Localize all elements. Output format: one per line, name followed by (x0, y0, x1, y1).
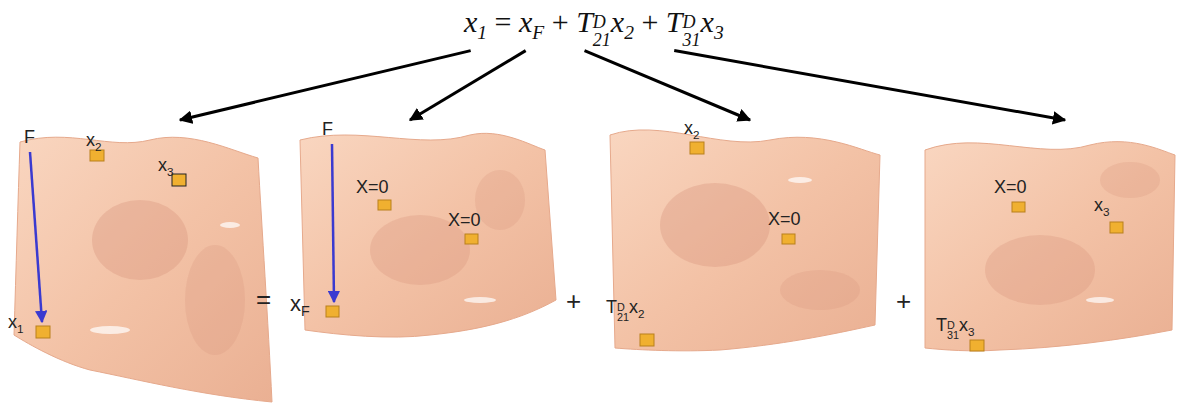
math-symbol: 3 (1103, 205, 1110, 218)
math-label: x3 (1094, 196, 1110, 218)
term-arrow (674, 51, 1065, 120)
math-symbol: 31 (683, 32, 701, 49)
operator-symbol: = (256, 284, 271, 315)
math-symbol: D (593, 14, 611, 31)
membrane-surface (300, 133, 556, 337)
membrane-surface (610, 130, 880, 351)
math-symbol: 2 (95, 140, 102, 153)
math-symbol: x (701, 5, 714, 38)
index-stack: D21 (617, 302, 629, 323)
equation: x1=xF+TD21x2+TD31x3 (460, 2, 728, 49)
math-symbol: x (158, 155, 167, 175)
membrane-surface (14, 137, 272, 402)
math-label: F (24, 128, 35, 148)
math-symbol: F (532, 22, 544, 43)
math-symbol: x (519, 5, 532, 38)
math-symbol: x (959, 315, 968, 335)
operator-symbol: + (566, 286, 581, 317)
math-symbol: x (86, 130, 95, 150)
math-symbol: D (947, 320, 959, 330)
math-symbol: X=0 (448, 210, 481, 230)
math-label: TD21x2 (606, 298, 645, 322)
math-symbol: T (666, 5, 683, 38)
index-stack: D31 (947, 320, 959, 341)
math-symbol: X=0 (994, 177, 1027, 197)
index-stack: D31 (683, 14, 701, 48)
math-symbol: D (683, 14, 701, 31)
term-arrow (410, 51, 526, 120)
math-label: x2 (86, 131, 102, 153)
math-label: F (322, 120, 333, 140)
math-symbol: x (629, 297, 638, 317)
math-symbol: = (487, 5, 519, 38)
math-symbol: X=0 (768, 209, 801, 229)
math-label: X=0 (448, 211, 481, 231)
math-label: xF (290, 292, 310, 320)
math-symbol: x (290, 291, 301, 316)
math-symbol: 2 (624, 22, 634, 43)
index-stack: D21 (593, 14, 611, 48)
math-symbol: x (684, 118, 693, 138)
math-label: x1=xF+TD21x2+TD31x3 (464, 5, 724, 38)
math-label: x3 (158, 156, 174, 178)
math-symbol: 21 (617, 312, 629, 322)
math-label: X=0 (356, 178, 389, 198)
math-symbol: T (606, 297, 617, 317)
surface-panel: x2TD21x2X=0 (598, 118, 888, 410)
math-symbol: x (8, 312, 17, 332)
math-symbol: T (576, 5, 593, 38)
surface-panel: FX=0X=0xF (285, 118, 565, 410)
surface-panel: X=0x3TD31x3 (915, 118, 1177, 410)
math-symbol: 1 (477, 22, 487, 43)
math-symbol: X=0 (356, 177, 389, 197)
math-symbol: F (322, 119, 333, 139)
math-symbol: T (936, 315, 947, 335)
math-label: x1 (8, 313, 24, 335)
math-symbol: x (611, 5, 624, 38)
math-symbol: 2 (638, 307, 645, 320)
operator-symbol: + (896, 286, 911, 317)
math-symbol: 3 (167, 165, 174, 178)
math-symbol: + (544, 5, 576, 38)
math-symbol: 31 (947, 330, 959, 340)
membrane-surface (925, 142, 1175, 351)
math-symbol: + (634, 5, 666, 38)
surface-panel: x2x3Fx1 (0, 118, 280, 410)
math-symbol: 3 (968, 325, 975, 338)
math-symbol: 3 (714, 22, 724, 43)
math-symbol: x (464, 5, 477, 38)
math-symbol: 1 (17, 322, 24, 335)
math-label: X=0 (768, 210, 801, 230)
math-label: x2 (684, 119, 700, 141)
math-symbol: D (617, 302, 629, 312)
math-symbol: F (301, 303, 310, 319)
math-label: TD31x3 (936, 316, 975, 340)
math-symbol: 2 (693, 128, 700, 141)
math-label: X=0 (994, 178, 1027, 198)
math-symbol: 21 (593, 32, 611, 49)
math-symbol: x (1094, 195, 1103, 215)
math-symbol: F (24, 127, 35, 147)
